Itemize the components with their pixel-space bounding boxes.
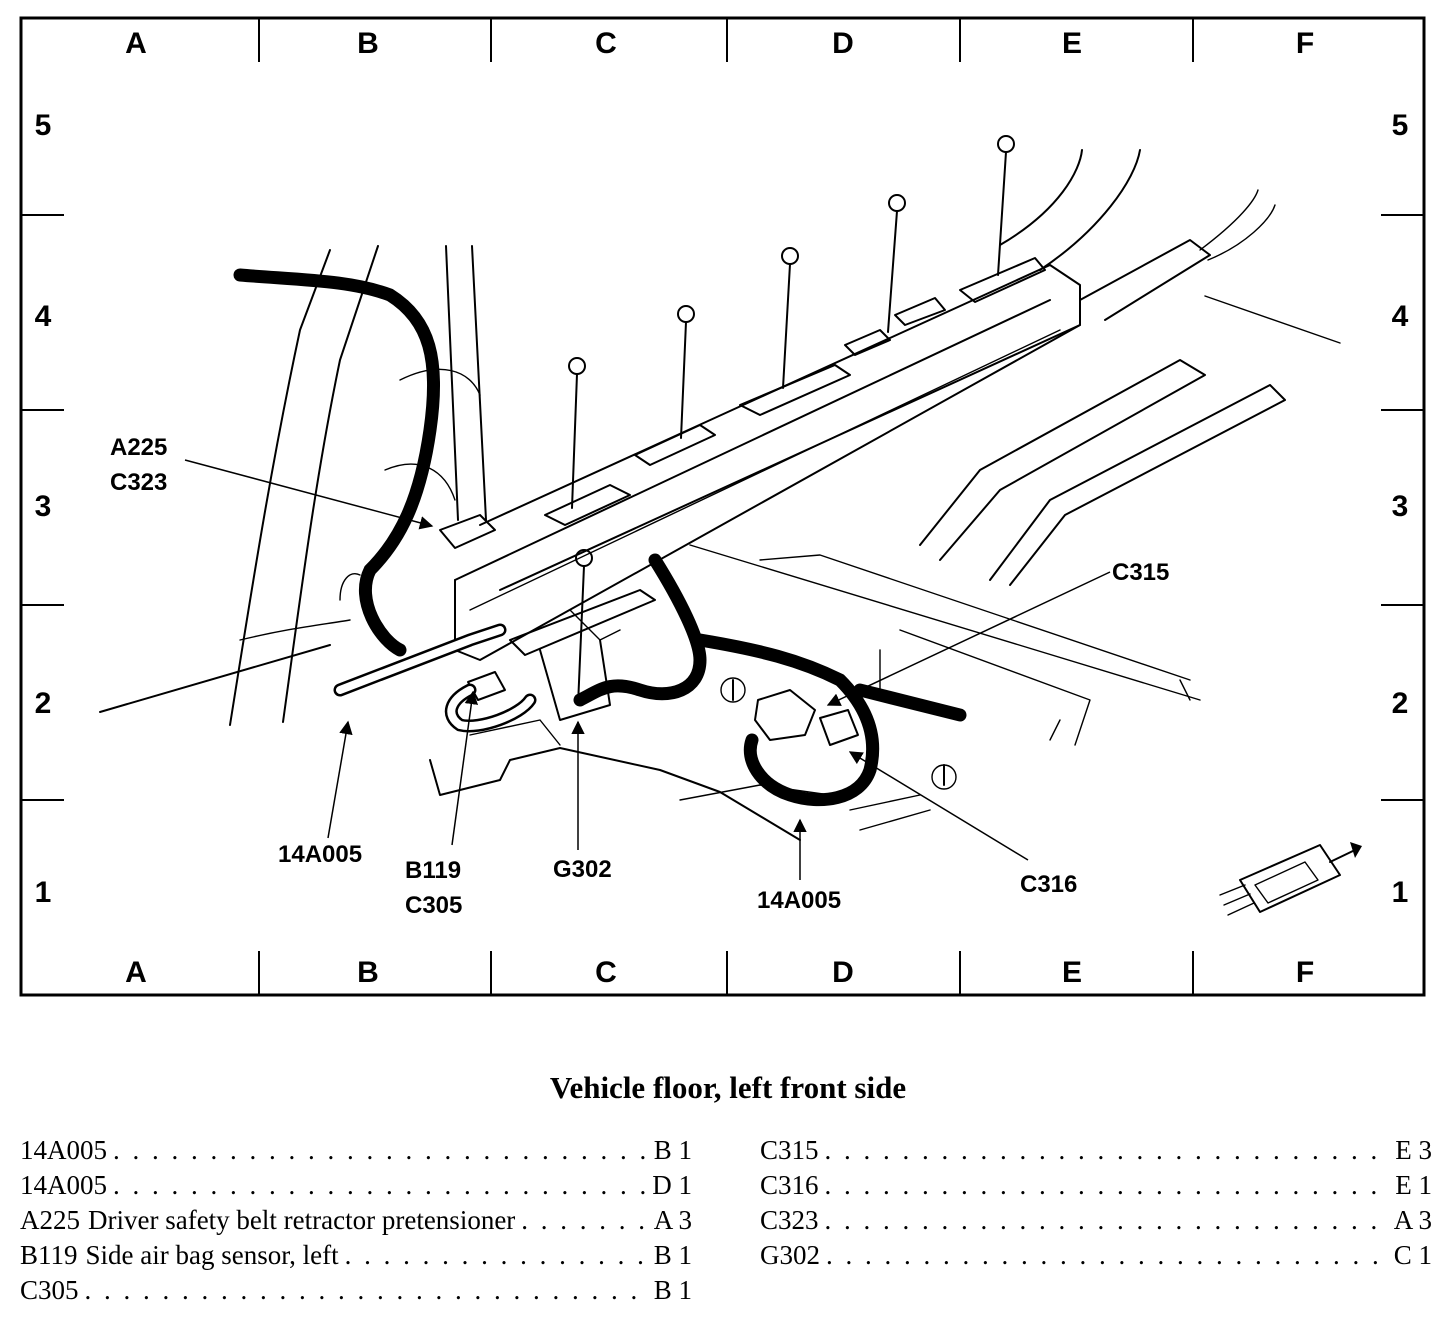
grid-row-label: 4	[35, 300, 52, 333]
grid-row-label: 4	[1392, 300, 1409, 333]
row-dividers	[21, 214, 1424, 801]
leader-dots	[521, 1205, 647, 1236]
grid-row-labels-left: 5 4 3 2 1	[35, 109, 52, 909]
leader-dots	[113, 1135, 648, 1166]
grid-row-label: 2	[1392, 687, 1409, 720]
legend-row: C305 B 1	[20, 1275, 692, 1310]
legend-right-column: C315 E 3 C316 E 1 C323 A 3 G302 C 1	[760, 1135, 1432, 1275]
grid-column-labels-bottom: A B C D E F	[125, 956, 1314, 989]
grid-col-label: E	[1062, 956, 1082, 989]
legend-code: C315	[760, 1135, 819, 1165]
callout-labels: A225 C323 C315 14A005 B119 C305 G302 14A…	[110, 434, 1169, 919]
legend-row: 14A005 D 1	[20, 1170, 692, 1205]
legend-row: C315 E 3	[760, 1135, 1432, 1170]
legend-row: A225 Driver safety belt retractor preten…	[20, 1205, 692, 1240]
callout-c316: C316	[1020, 871, 1077, 898]
grid-col-label: B	[357, 27, 379, 60]
grid-col-label: D	[832, 27, 854, 60]
grid-col-label: F	[1296, 27, 1314, 60]
legend-location: A 3	[653, 1205, 692, 1235]
grid-col-label: C	[595, 27, 617, 60]
legend-row: C316 E 1	[760, 1170, 1432, 1205]
legend-code: B119	[20, 1240, 78, 1270]
legend-location: E 1	[1395, 1170, 1432, 1200]
callout-harness-b1: 14A005	[278, 841, 362, 868]
grid-col-label: E	[1062, 27, 1082, 60]
grid-row-label: 2	[35, 687, 52, 720]
legend-code: A225	[20, 1205, 80, 1235]
legend-code: C323	[760, 1205, 819, 1235]
legend-location: E 3	[1395, 1135, 1432, 1165]
legend-code: C305	[20, 1275, 79, 1305]
grid-row-label: 3	[1392, 490, 1409, 523]
legend-description: Side air bag sensor, left	[85, 1240, 339, 1270]
wiring-harness	[233, 268, 967, 807]
leader-dots	[826, 1240, 1388, 1271]
legend-location: B 1	[653, 1135, 692, 1165]
callout-harness-d1: 14A005	[757, 887, 841, 914]
legend-location: B 1	[653, 1275, 692, 1305]
grid-col-label: A	[125, 956, 147, 989]
callout-c323: C323	[110, 469, 167, 496]
grid-col-label: A	[125, 27, 147, 60]
legend-location: A 3	[1393, 1205, 1432, 1235]
callout-c315: C315	[1112, 559, 1169, 586]
vehicle-direction-icon	[1219, 842, 1362, 916]
callout-g302: G302	[553, 856, 612, 883]
legend-row: G302 C 1	[760, 1240, 1432, 1275]
callout-a225: A225	[110, 434, 167, 461]
callout-b119: B119	[405, 857, 461, 884]
callout-c305: C305	[405, 892, 462, 919]
grid-col-label: D	[832, 956, 854, 989]
grid-row-label: 3	[35, 490, 52, 523]
leader-dots	[345, 1240, 648, 1271]
legend-code: G302	[760, 1240, 820, 1270]
diagram-caption: Vehicle floor, left front side	[549, 1070, 907, 1105]
vehicle-floor-illustration	[99, 135, 1341, 841]
legend-description: Driver safety belt retractor pretensione…	[88, 1205, 516, 1235]
column-dividers	[258, 18, 1194, 995]
leader-dots	[825, 1135, 1390, 1166]
callout-leaders	[184, 459, 1111, 880]
legend-code: 14A005	[20, 1170, 107, 1200]
wiring-location-diagram: A B C D E F A B C D E F 5 4 3 2 1 5 4 3 …	[19, 16, 1426, 997]
leader-dots	[113, 1170, 646, 1201]
grid-col-label: C	[595, 956, 617, 989]
legend-location: D 1	[652, 1170, 692, 1200]
legend-location: C 1	[1393, 1240, 1432, 1270]
leader-dots	[825, 1205, 1388, 1236]
legend-row: B119 Side air bag sensor, left B 1	[20, 1240, 692, 1275]
legend-location: B 1	[653, 1240, 692, 1270]
legend-code: C316	[760, 1170, 819, 1200]
leader-dots	[825, 1170, 1390, 1201]
grid-row-label: 1	[1392, 876, 1409, 909]
legend-row: 14A005 B 1	[20, 1135, 692, 1170]
legend-row: C323 A 3	[760, 1205, 1432, 1240]
legend-left-column: 14A005 B 1 14A005 D 1 A225 Driver safety…	[20, 1135, 692, 1310]
grid-row-label: 5	[35, 109, 52, 142]
legend-code: 14A005	[20, 1135, 107, 1165]
grid-col-label: B	[357, 956, 379, 989]
leader-dots	[85, 1275, 648, 1306]
grid-row-label: 5	[1392, 109, 1409, 142]
diagram-frame	[19, 16, 1426, 997]
grid-row-labels-right: 5 4 3 2 1	[1392, 109, 1409, 909]
grid-col-label: F	[1296, 956, 1314, 989]
grid-row-label: 1	[35, 876, 52, 909]
grid-column-labels-top: A B C D E F	[125, 27, 1314, 60]
